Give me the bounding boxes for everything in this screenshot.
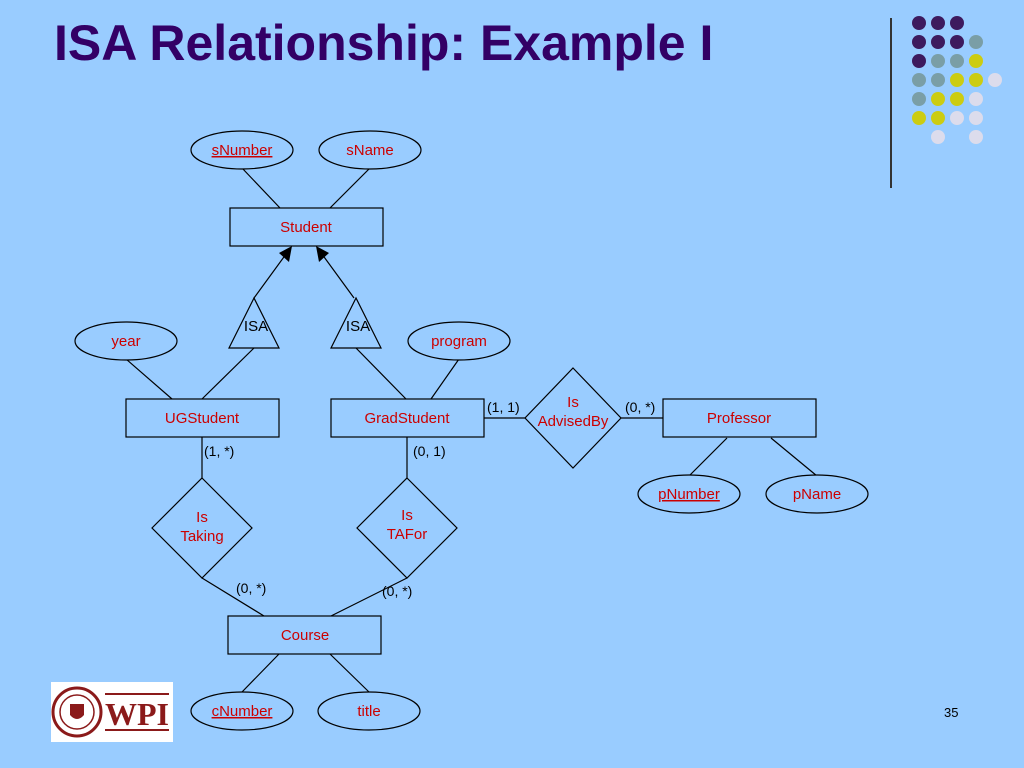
decorative-dot: [912, 92, 926, 106]
decorative-dot: [912, 54, 926, 68]
attr-snumber-key: sNumber: [212, 142, 273, 159]
decorative-dot: [950, 54, 964, 68]
wpi-logo-text: WPI: [105, 696, 169, 732]
decorative-dot: [969, 111, 983, 125]
decorative-dot: [912, 111, 926, 125]
entity-gradstudent: GradStudent: [364, 410, 450, 427]
attr-year-oval: [74, 321, 178, 361]
card-course-tafor: (0, *): [382, 583, 412, 599]
entity-ugstudent: UGStudent: [165, 410, 240, 427]
rel-taking-line1: Is: [196, 509, 208, 526]
attr-pnumber-oval: [637, 474, 741, 514]
attr-cnumber-oval: [190, 691, 294, 731]
edge-professor-pnumber: [688, 437, 728, 477]
isa-right-arrowhead: [316, 246, 329, 262]
edge-isa-left-student: [253, 249, 290, 299]
attr-snumber-oval: [190, 130, 294, 170]
edge-year-ugstudent: [125, 358, 173, 400]
edge-snumber-student: [241, 167, 281, 209]
decorative-dot: [912, 16, 926, 30]
attr-title-oval: [317, 691, 421, 731]
decorative-divider-line: [890, 18, 892, 188]
isa-right-label: ISA: [346, 318, 370, 335]
entity-professor: Professor: [707, 410, 771, 427]
decorative-dot: [950, 73, 964, 87]
decorative-dot: [931, 92, 945, 106]
decorative-dot: [931, 16, 945, 30]
card-grad-advised: (1, 1): [487, 399, 520, 415]
edge-isa-right-student: [318, 249, 355, 299]
card-ug-taking: (1, *): [204, 443, 234, 459]
rel-tafor-line2: TAFor: [387, 526, 428, 543]
wpi-seal-icon: WPI: [51, 686, 169, 738]
attr-cnumber-key: cNumber: [212, 703, 273, 720]
attr-program: program: [431, 333, 487, 350]
edge-taking-course: [201, 577, 265, 617]
decorative-dot: [969, 35, 983, 49]
entity-ugstudent-box: [125, 398, 280, 438]
isa-triangle-left: ISA: [228, 296, 280, 349]
decorative-dot: [950, 111, 964, 125]
decorative-dot: [988, 73, 1002, 87]
edge-sname-student: [329, 167, 371, 209]
attr-sname-oval: [318, 130, 422, 170]
edge-program-gradstudent: [430, 358, 460, 400]
edge-course-title: [329, 653, 370, 693]
attr-sname: sName: [346, 142, 394, 159]
attr-title: title: [357, 703, 380, 720]
rel-advised-line1: Is: [567, 394, 579, 411]
decorative-dot: [931, 35, 945, 49]
decorative-dot: [950, 35, 964, 49]
entity-gradstudent-box: [330, 398, 485, 438]
decorative-dot: [950, 92, 964, 106]
rel-advised-line2: AdvisedBy: [538, 413, 609, 430]
decorative-dot: [969, 92, 983, 106]
decorative-dot: [931, 54, 945, 68]
isa-triangle-right: ISA: [330, 296, 382, 349]
edge-isa-left-ugstudent: [201, 347, 255, 400]
attr-pname-oval: [765, 474, 869, 514]
decorative-dot: [950, 16, 964, 30]
decorative-dot: [969, 130, 983, 144]
entity-course-box: [227, 615, 382, 655]
card-grad-tafor: (0, 1): [413, 443, 446, 459]
isa-left-label: ISA: [244, 318, 268, 335]
edge-tafor-course: [330, 577, 408, 617]
attr-pname: pName: [793, 486, 841, 503]
entity-course: Course: [281, 627, 329, 644]
edge-course-cnumber: [241, 653, 280, 693]
page-number: 35: [944, 705, 959, 720]
entity-student: Student: [280, 219, 333, 236]
card-course-taking: (0, *): [236, 580, 266, 596]
rel-advised-diamond: [524, 367, 622, 469]
decorative-dot: [969, 73, 983, 87]
edge-isa-right-gradstudent: [355, 347, 407, 400]
decorative-dot: [912, 73, 926, 87]
decorative-dot: [931, 111, 945, 125]
card-prof-advised: (0, *): [625, 399, 655, 415]
decorative-dot: [931, 130, 945, 144]
decorative-dot: [912, 35, 926, 49]
wpi-logo: WPI: [51, 682, 173, 742]
entity-professor-box: [662, 398, 817, 438]
entity-student-box: [229, 207, 384, 247]
decorative-dot: [969, 54, 983, 68]
attr-pnumber-key: pNumber: [658, 486, 720, 503]
edge-professor-pname: [770, 437, 818, 477]
rel-tafor-line1: Is: [401, 507, 413, 524]
rel-taking-diamond: [151, 477, 253, 579]
decorative-dot: [931, 73, 945, 87]
rel-tafor-diamond: [356, 477, 458, 579]
slide-title: ISA Relationship: Example I: [54, 15, 714, 71]
rel-taking-line2: Taking: [180, 528, 223, 545]
attr-year: year: [111, 333, 140, 350]
isa-left-arrowhead: [279, 246, 292, 262]
attr-program-oval: [407, 321, 511, 361]
